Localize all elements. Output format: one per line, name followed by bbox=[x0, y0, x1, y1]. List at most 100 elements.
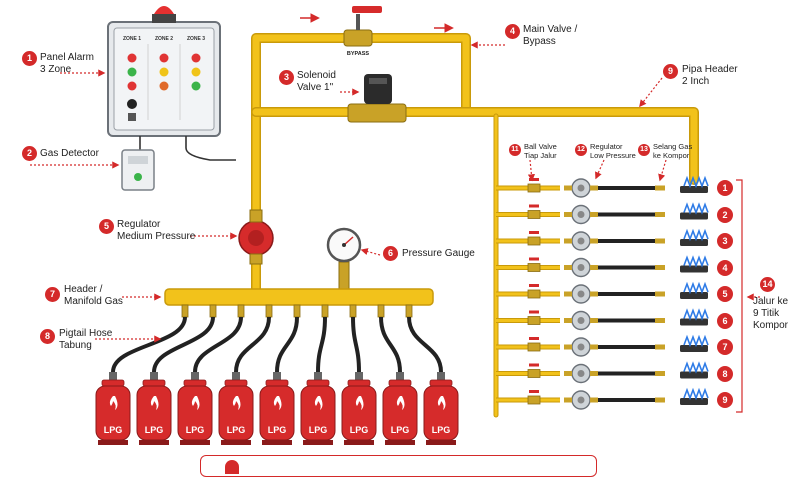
indicator-light-icon bbox=[191, 67, 201, 77]
tank-foot bbox=[262, 440, 292, 445]
hose-fitting bbox=[655, 371, 665, 376]
regulator-outlet bbox=[590, 397, 598, 403]
gas-system-diagram: ZONE 1 ZONE 2 ZONE 3 BY bbox=[22, 6, 788, 477]
tank-label: LPG bbox=[145, 425, 164, 435]
gas-detector bbox=[121, 149, 155, 191]
tank-label: LPG bbox=[268, 425, 287, 435]
pressure-gauge bbox=[326, 227, 362, 291]
stove-burner-icon bbox=[680, 371, 708, 379]
regulator-inlet bbox=[564, 185, 572, 191]
pigtail-hose bbox=[275, 316, 299, 373]
manifold-outlet bbox=[349, 304, 357, 318]
manifold-outlet bbox=[405, 304, 413, 318]
indicator-light-icon bbox=[159, 53, 169, 63]
distribution-line bbox=[496, 361, 709, 384]
callout-badge: 6 bbox=[383, 246, 398, 261]
callout-leaders bbox=[30, 41, 760, 343]
tank-collar bbox=[388, 379, 412, 387]
distribution-line bbox=[496, 175, 709, 198]
line-number-badge: 4 bbox=[717, 259, 733, 276]
flame-icon bbox=[314, 396, 323, 410]
distribution-line bbox=[496, 281, 709, 304]
diagram-canvas: ZONE 1 ZONE 2 ZONE 3 BY bbox=[30, 6, 760, 445]
tank-collar bbox=[101, 379, 125, 387]
panel-alarm: ZONE 1 ZONE 2 ZONE 3 bbox=[107, 6, 236, 161]
stove-burner-icon bbox=[680, 398, 708, 405]
regulator-center bbox=[577, 317, 585, 324]
hose-fitting bbox=[655, 397, 665, 403]
tank-collar bbox=[224, 379, 248, 387]
distribution-line bbox=[496, 255, 709, 278]
pigtail-hose bbox=[316, 316, 327, 373]
ball-valve-handle-icon bbox=[529, 178, 539, 181]
distribution-lines bbox=[496, 175, 709, 410]
ball-valve bbox=[527, 342, 541, 352]
distribution-line bbox=[496, 202, 709, 225]
tank-valve bbox=[191, 372, 199, 382]
distribution-line bbox=[496, 387, 709, 410]
line-number-badge: 5 bbox=[717, 286, 733, 302]
flame-icon bbox=[150, 396, 159, 410]
regulator-center bbox=[577, 396, 585, 404]
callout-badge: 14 bbox=[760, 277, 775, 292]
tank-foot bbox=[344, 440, 374, 445]
lpg-tank: LPG bbox=[377, 304, 418, 445]
hose-fitting bbox=[655, 185, 665, 191]
regulator-outlet bbox=[590, 185, 598, 191]
flame-icon bbox=[437, 396, 446, 410]
callout-badge: 11 bbox=[509, 144, 521, 156]
tank-valve bbox=[314, 372, 322, 382]
ball-valve bbox=[527, 289, 541, 299]
manifold-outlet bbox=[377, 304, 385, 318]
burner-flame-icon bbox=[683, 387, 709, 401]
regulator-outlet bbox=[590, 238, 598, 244]
flame-icon bbox=[355, 396, 364, 410]
callout-badge: 9 bbox=[663, 64, 678, 79]
tank-foot bbox=[139, 440, 169, 445]
flame-icon bbox=[191, 396, 200, 410]
tank-label: LPG bbox=[391, 425, 410, 435]
ball-valve bbox=[527, 395, 541, 405]
stove-burner-icon bbox=[680, 345, 708, 352]
tank-valve bbox=[232, 372, 240, 382]
pigtail-hose bbox=[234, 316, 271, 373]
regulator-center bbox=[577, 264, 585, 271]
line-number-badge: 6 bbox=[717, 312, 733, 329]
ball-valve bbox=[527, 316, 541, 325]
regulator-center bbox=[577, 343, 585, 351]
main-pipes bbox=[251, 33, 699, 418]
callout-badge: 5 bbox=[99, 219, 114, 234]
tank-foot bbox=[303, 440, 333, 445]
valve-handle-icon bbox=[352, 6, 382, 13]
ball-valve bbox=[527, 236, 541, 246]
warning-icon bbox=[225, 460, 239, 474]
lpg-tank: LPG bbox=[341, 304, 377, 445]
ball-valve-handle-icon bbox=[529, 390, 539, 393]
burner-flame-icon bbox=[683, 202, 709, 215]
reset-button-icon bbox=[128, 113, 136, 121]
regulator-inlet bbox=[564, 344, 572, 350]
line-number-badge: 1 bbox=[717, 180, 733, 196]
tank-collar bbox=[183, 379, 207, 387]
manifold-outlet bbox=[265, 304, 273, 318]
callout-badge: 4 bbox=[505, 24, 520, 39]
tank-label: LPG bbox=[104, 425, 123, 435]
ball-valve-handle-icon bbox=[529, 284, 539, 287]
lpg-tank: LPG bbox=[177, 304, 245, 445]
hose-fitting bbox=[655, 318, 665, 323]
ball-valve bbox=[527, 210, 541, 219]
warning-box bbox=[200, 455, 597, 477]
tank-foot bbox=[98, 440, 128, 445]
manifold-outlet bbox=[321, 304, 329, 318]
hose-fitting bbox=[655, 265, 665, 270]
regulator-center bbox=[577, 211, 585, 218]
tank-collar bbox=[429, 379, 453, 387]
ball-valve bbox=[527, 263, 541, 272]
